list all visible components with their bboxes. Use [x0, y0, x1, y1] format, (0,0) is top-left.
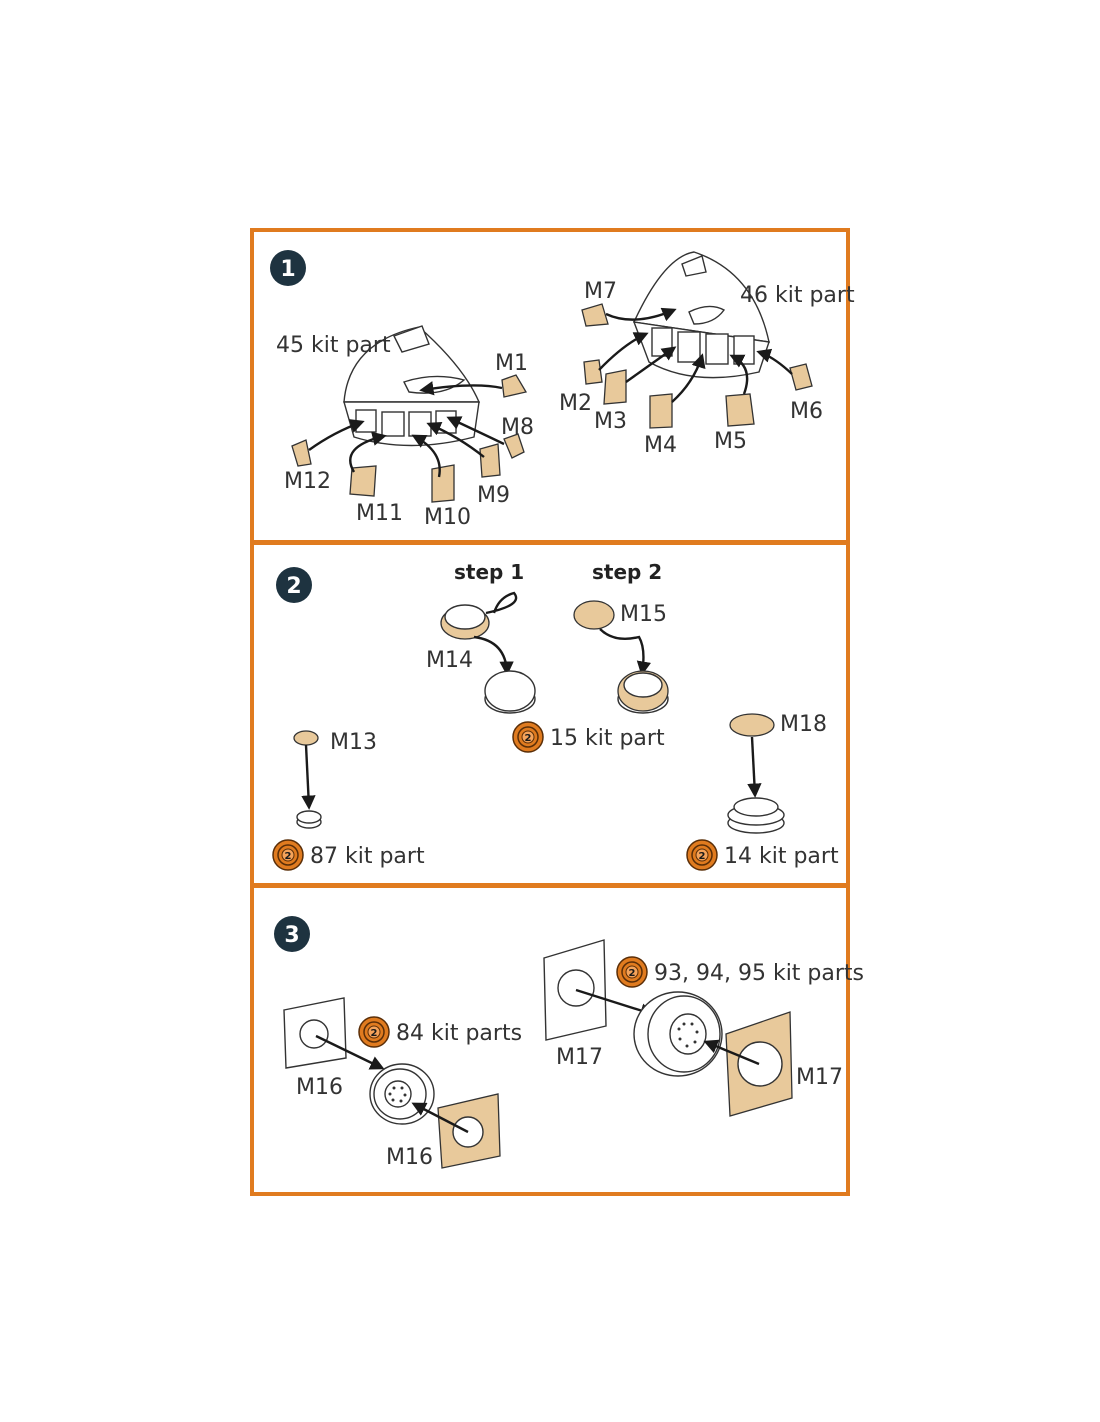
instruction-panel-3: 3 M16 2 84 kit parts M16 [250, 884, 864, 1196]
wheel-93-94-95 [633, 991, 723, 1077]
svg-text:2: 2 [525, 733, 532, 744]
svg-text:2: 2 [699, 851, 706, 862]
label-m15: M15 [620, 602, 667, 627]
label-45-kit-part: 45 kit part [276, 333, 391, 358]
kit-part-14 [727, 797, 785, 834]
panel-3-diagram: 3 M16 2 84 kit parts M16 [274, 916, 864, 1170]
instruction-panel-1: 1 45 kit part M1 M8 M9 M10 M11 M12 [250, 228, 855, 544]
step-2-label: step 2 [592, 560, 662, 584]
part-m11 [349, 465, 377, 497]
step-number-circle: 1 [270, 250, 306, 286]
label-m14: M14 [426, 648, 473, 673]
label-46-kit-part: 46 kit part [740, 283, 855, 308]
mask-m17-outer [543, 939, 607, 1041]
step-number: 1 [280, 257, 295, 282]
glue-badge-icon: 2 [358, 1016, 390, 1048]
label-m10: M10 [424, 505, 471, 530]
glue-badge-icon: 2 [616, 956, 648, 988]
part-m12 [291, 439, 312, 467]
label-m5: M5 [714, 429, 747, 454]
part-m5 [725, 393, 755, 427]
label-15-kit-part: 15 kit part [550, 726, 665, 751]
wheel-84 [369, 1063, 435, 1125]
label-m4: M4 [644, 433, 677, 458]
panel-1-diagram: 1 45 kit part M1 M8 M9 M10 M11 M12 [270, 250, 855, 530]
label-m16-inner: M16 [386, 1145, 433, 1170]
label-m7: M7 [584, 279, 617, 304]
step-number: 3 [284, 923, 299, 948]
part-m8 [503, 433, 525, 459]
label-m6: M6 [790, 399, 823, 424]
label-m13: M13 [330, 730, 377, 755]
kit-part-87 [296, 810, 322, 829]
part-m2 [583, 359, 603, 385]
glue-badge-icon: 2 [686, 839, 718, 871]
part-m18 [729, 713, 775, 737]
label-84-kit-parts: 84 kit parts [396, 1021, 522, 1046]
label-m12: M12 [284, 469, 331, 494]
label-m1: M1 [495, 351, 528, 376]
part-m10 [431, 464, 455, 503]
label-m3: M3 [594, 409, 627, 434]
part-m13 [293, 730, 319, 746]
label-m9: M9 [477, 483, 510, 508]
part-m4 [649, 393, 673, 429]
svg-text:2: 2 [629, 968, 636, 979]
label-m8: M8 [501, 415, 534, 440]
part-m9 [479, 443, 501, 478]
svg-text:2: 2 [371, 1028, 378, 1039]
label-m18: M18 [780, 712, 827, 737]
step-1-label: step 1 [454, 560, 524, 584]
mask-m16-inner [437, 1093, 501, 1169]
mask-m16-outer [283, 997, 347, 1069]
label-m16-outer: M16 [296, 1075, 343, 1100]
step-number-circle: 2 [276, 567, 312, 603]
svg-text:2: 2 [285, 851, 292, 862]
kit-part-15-step1 [484, 670, 536, 714]
part-m6 [789, 363, 813, 391]
part-m1 [501, 374, 528, 398]
label-14-kit-part: 14 kit part [724, 844, 839, 869]
label-m11: M11 [356, 501, 403, 526]
label-87-kit-part: 87 kit part [310, 844, 425, 869]
label-m17-outer: M17 [556, 1045, 603, 1070]
panel-2-diagram: 2 step 1 step 2 M14 M15 2 15 kit part [272, 560, 839, 871]
label-m2: M2 [559, 391, 592, 416]
label-m17-inner: M17 [796, 1065, 843, 1090]
part-m15 [573, 600, 615, 630]
glue-badge-icon: 2 [512, 721, 544, 753]
instruction-panel-2: 2 step 1 step 2 M14 M15 2 15 kit part [250, 541, 850, 887]
step-number: 2 [286, 574, 301, 599]
kit-part-15-step2 [617, 670, 669, 714]
part-m7 [581, 303, 609, 327]
label-93-94-95-kit-parts: 93, 94, 95 kit parts [654, 961, 864, 986]
glue-badge-icon: 2 [272, 839, 304, 871]
step-number-circle: 3 [274, 916, 310, 952]
part-m14 [440, 604, 490, 640]
part-m3 [603, 369, 627, 405]
